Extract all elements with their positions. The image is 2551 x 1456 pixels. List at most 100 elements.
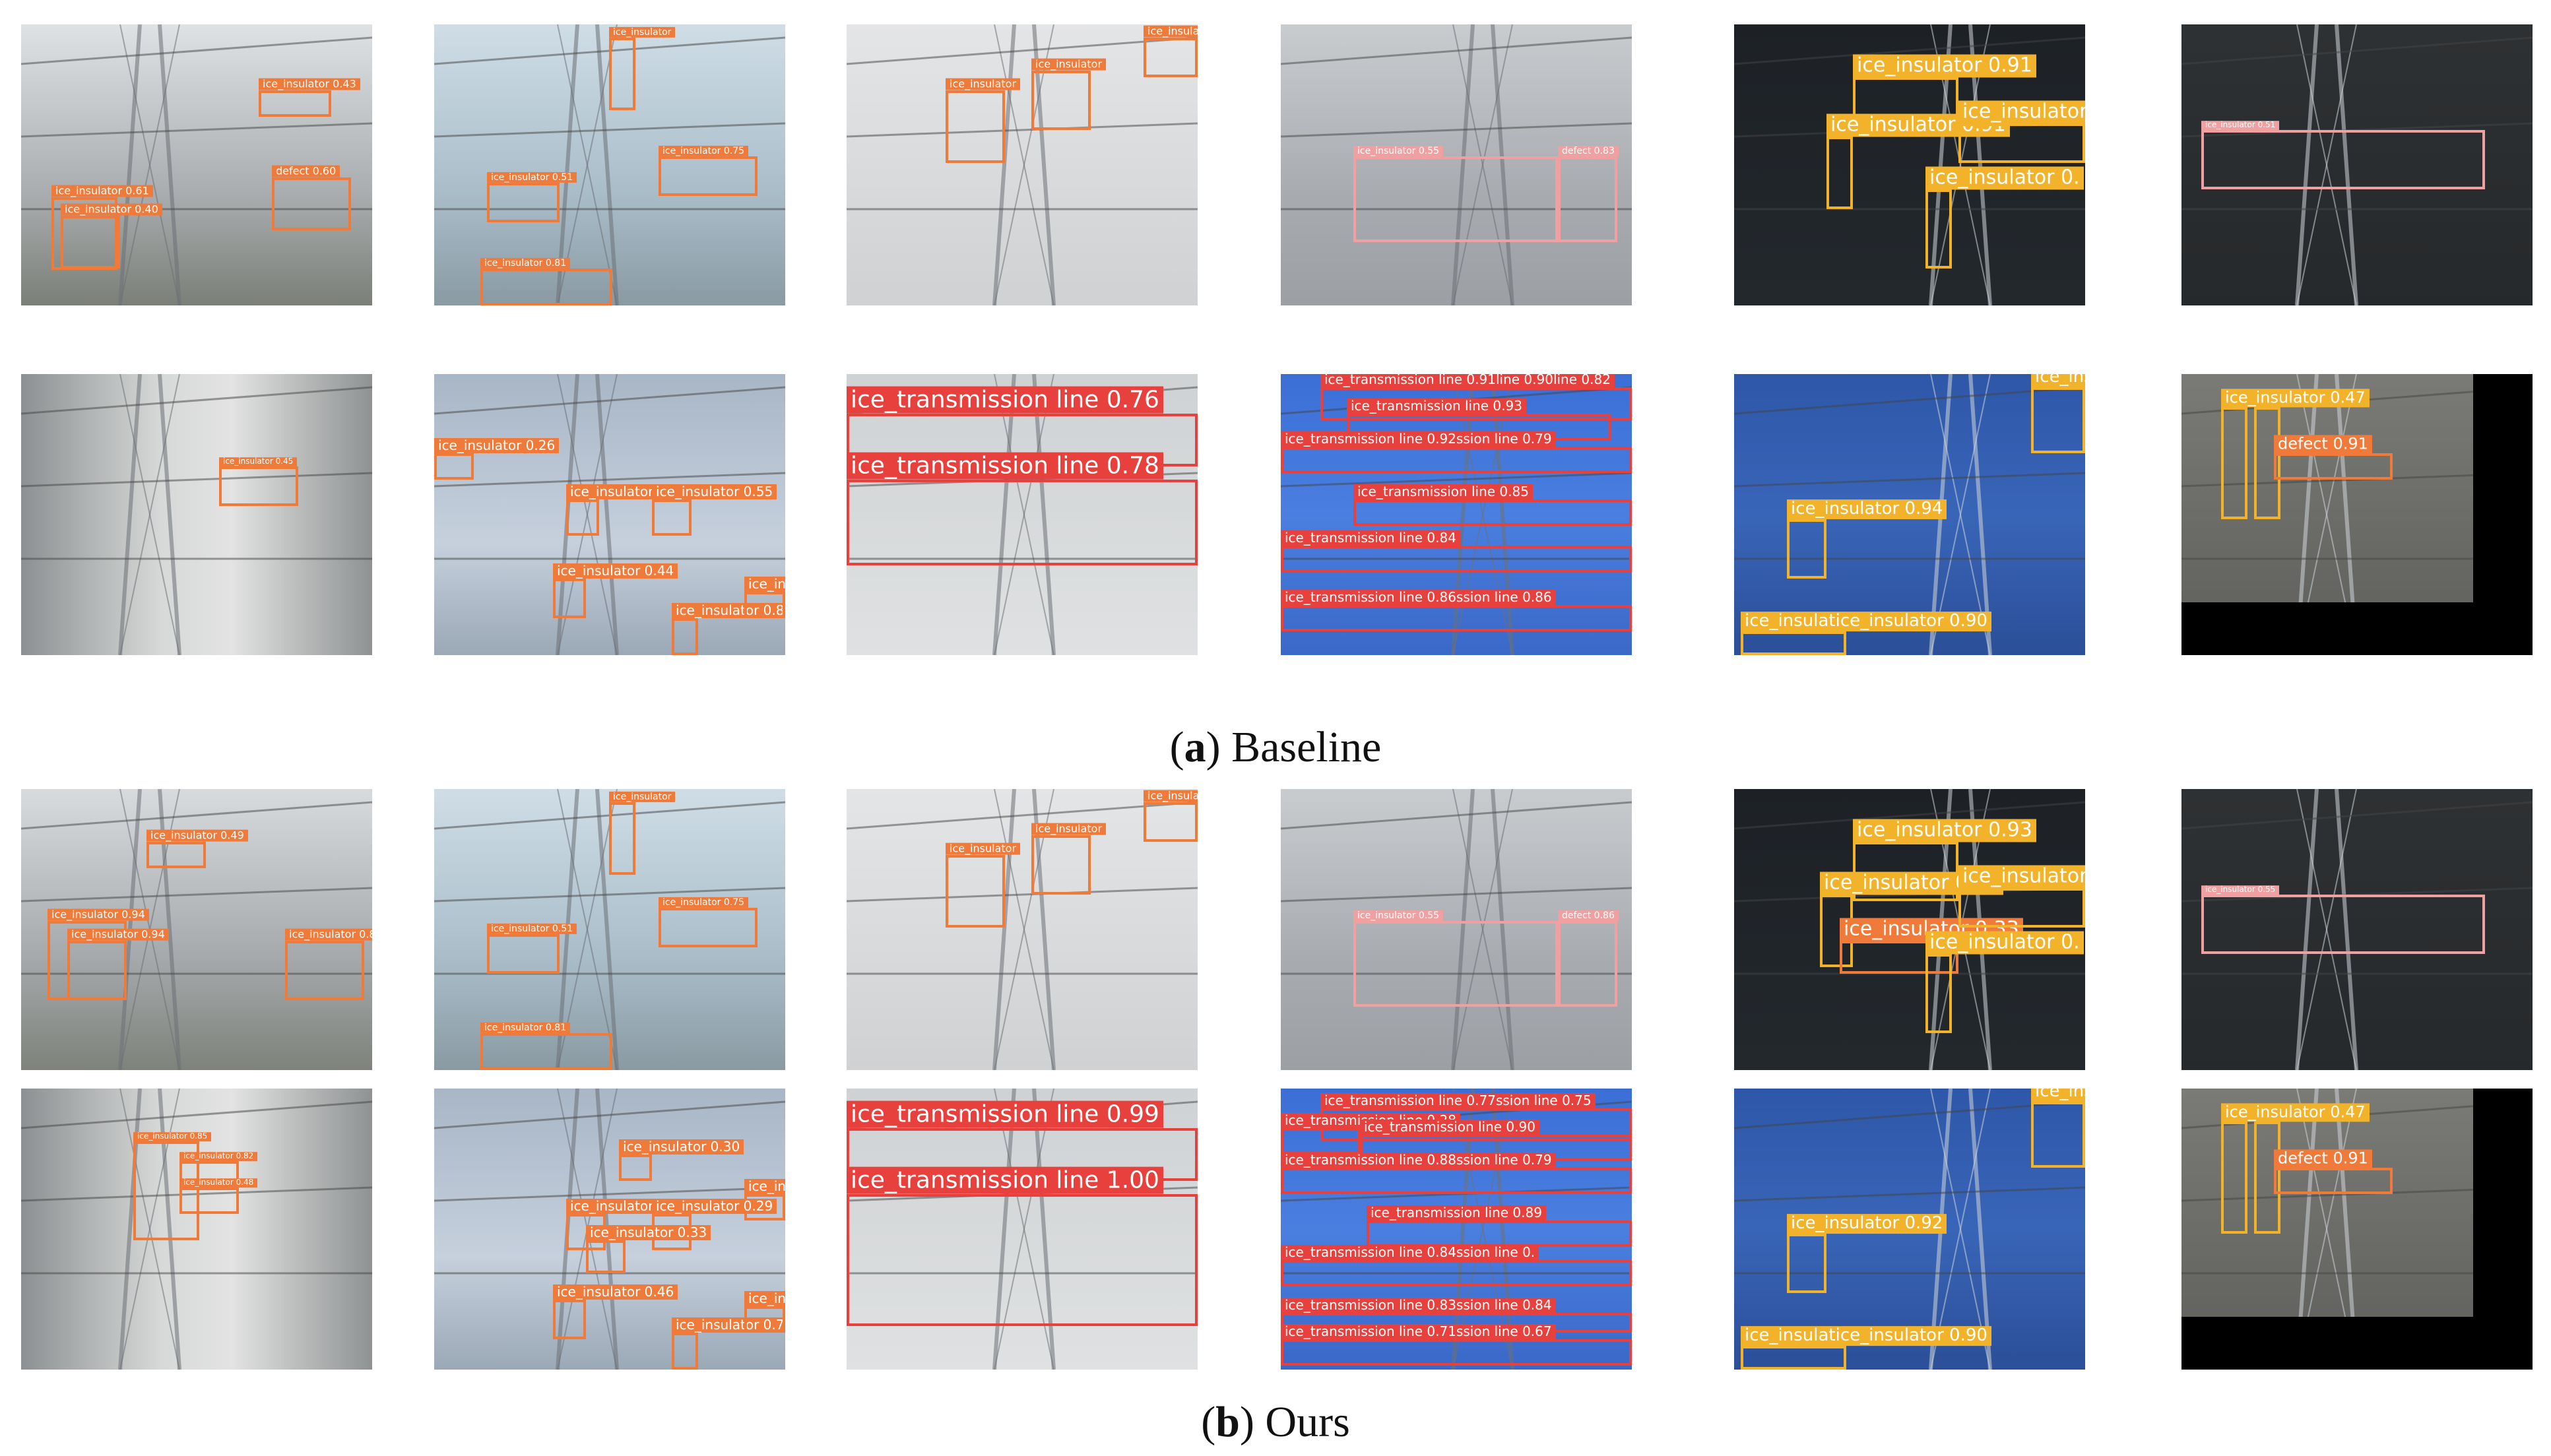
detection-box	[2254, 1122, 2280, 1234]
tower-strut	[2335, 24, 2358, 305]
power-line	[847, 887, 1198, 902]
detection-label: ice_insulator 0.51	[487, 172, 577, 183]
detection-box: ice_transmission line 0.91line 0.90line …	[1320, 374, 1632, 420]
tower-strut	[2296, 24, 2357, 305]
tower-strut	[1032, 1089, 1056, 1370]
tower-strut	[1452, 24, 1513, 305]
detection-box: ice_insulatice_insulator 0.90	[1741, 1325, 1991, 1370]
detection-label: ice_insulator 0.45	[219, 457, 298, 466]
detection-label: ice_insulator	[1031, 823, 1107, 835]
power-line	[434, 887, 785, 902]
power-line	[847, 36, 1198, 65]
power-line	[1281, 472, 1632, 488]
detection-box: ice_transmission line 0.85	[1353, 484, 1632, 526]
detection-label: ice_transmission line 0.90	[1360, 1120, 1539, 1135]
detection-label: ice_insulator 0.46	[553, 1284, 678, 1300]
detection-box: defect 0.83	[1558, 145, 1619, 242]
power-line	[21, 472, 372, 488]
detection-box: ice_transmission line 0.77ssion line 0.7…	[1320, 1093, 1632, 1141]
detection-label: ice_insulatice_insulator 0.90	[1741, 1325, 1991, 1346]
detection-label: ice_transmission line 1.00	[847, 1166, 1163, 1194]
detection-box: ice_insulator 0.81	[480, 257, 612, 305]
caption-a-text: Baseline	[1231, 723, 1382, 771]
detection-label: defect 0.60	[272, 165, 340, 177]
detection-box: ice_insulator 0.61	[51, 185, 153, 270]
detection-box: ice_insulator 0.30	[619, 1139, 744, 1181]
detection-box: ice_insulator	[744, 577, 785, 618]
tower-strut	[557, 789, 618, 1070]
power-line	[21, 1100, 372, 1129]
power-line	[1281, 801, 1632, 830]
power-line	[2181, 36, 2533, 65]
power-line	[1734, 1100, 2085, 1129]
detection-label: ice_insulator 0.61	[51, 185, 153, 197]
detection-label: ice_insulator 0.81	[480, 257, 571, 269]
tower-strut	[992, 374, 1016, 655]
power-line	[1734, 1186, 2085, 1202]
power-line	[434, 472, 785, 488]
tower-strut	[118, 374, 142, 655]
detection-box: ice_insulator 0.85	[285, 928, 372, 1000]
detection-label: ice_insulator 0.28	[744, 1179, 785, 1194]
tower-strut	[1451, 374, 1475, 655]
tower-strut	[994, 789, 1054, 1070]
detection-label: ice_insulator 0.55	[652, 484, 777, 499]
rotation-padding	[2473, 374, 2533, 655]
scene-graphic	[21, 24, 372, 305]
detection-box: ice_insulator 0.51	[2201, 120, 2485, 189]
power-line	[1281, 122, 1632, 138]
detection-box: ice_insulator 0.51	[487, 172, 577, 222]
detection-box: ice_insulator 0.76	[672, 1317, 785, 1370]
detection-box: defect 0.60	[272, 165, 351, 230]
tower-strut	[1451, 789, 1475, 1070]
detection-label: ice_transmission line 0.85	[1353, 484, 1533, 499]
detection-label: ice_transmission line 0.86ssion line 0.8…	[1281, 590, 1556, 605]
detection-box: ice_transmission line 0.92ssion line 0.7…	[1281, 431, 1632, 473]
detection-label: ice_insulator	[744, 577, 785, 592]
result-image-r1-c6: ice_insulator 0.51	[2181, 24, 2533, 305]
detection-box: ice_insulator 0.49	[146, 829, 248, 868]
detection-label: ice_insulator 0.26	[434, 438, 560, 453]
detection-label: ice_insulator 0.	[1925, 166, 2084, 189]
detection-label: ice_insulator 0.81	[480, 1022, 571, 1033]
power-line	[2181, 801, 2533, 830]
tower-strut	[992, 24, 1016, 305]
power-line	[434, 386, 785, 415]
result-image-r2-c5: ice_insice_insulator 0.94ice_insulatice_…	[1734, 374, 2085, 655]
result-image-r4-c4: ice_transmission line 0.77ssion line 0.7…	[1281, 1089, 1632, 1370]
detection-label: ice_insulator	[609, 26, 676, 38]
detection-label: ice_insulator 0.47	[2221, 389, 2370, 407]
tower-strut	[2295, 24, 2319, 305]
detection-label: ice_insulator 0.29	[652, 1199, 777, 1214]
detection-label: ice_insulator 0.48	[179, 1178, 258, 1187]
result-image-r4-c5: ice_insice_insulator 0.92ice_insulatice_…	[1734, 1089, 2085, 1370]
detection-label: ice_insulator 0.94	[48, 908, 149, 921]
detection-label: ice_insulator 0.40	[61, 203, 162, 216]
detection-label: ice_insulator 0.51	[487, 923, 577, 934]
detection-box: ice_insulator 0.55	[652, 484, 777, 536]
tower-strut	[1032, 374, 1056, 655]
tower-strut	[1452, 374, 1513, 655]
detection-label: ice_transmission line 0.88ssion line 0.7…	[1281, 1153, 1556, 1168]
detection-label: ice_insulator	[946, 842, 1021, 855]
detection-box: ice_insulator 0.43	[259, 78, 360, 117]
detection-label: ice_insulator 0.85	[133, 1131, 212, 1141]
power-line	[21, 386, 372, 415]
tower-strut	[1930, 374, 1991, 655]
detection-label: ice_transmission line 0.77ssion line 0.7…	[1320, 1093, 1596, 1108]
detection-box: ice_insulator 0.75	[659, 897, 758, 947]
detection-label: ice_transmission line 0.84	[1281, 530, 1460, 546]
tower-strut	[992, 789, 1016, 1070]
detection-box: defect 0.86	[1558, 910, 1619, 1007]
detection-box: ice_insulator	[1958, 865, 2085, 928]
detection-box: ice_insulator 0.45	[219, 457, 298, 506]
detection-box: ice_transmission line 1.00	[847, 1166, 1198, 1326]
power-line	[434, 1100, 785, 1129]
detection-box: ice_insulator 0.81	[672, 603, 785, 655]
detection-box: ice_insulator 0.	[1925, 931, 2084, 1033]
detection-box: ice_insulator	[1144, 790, 1198, 842]
